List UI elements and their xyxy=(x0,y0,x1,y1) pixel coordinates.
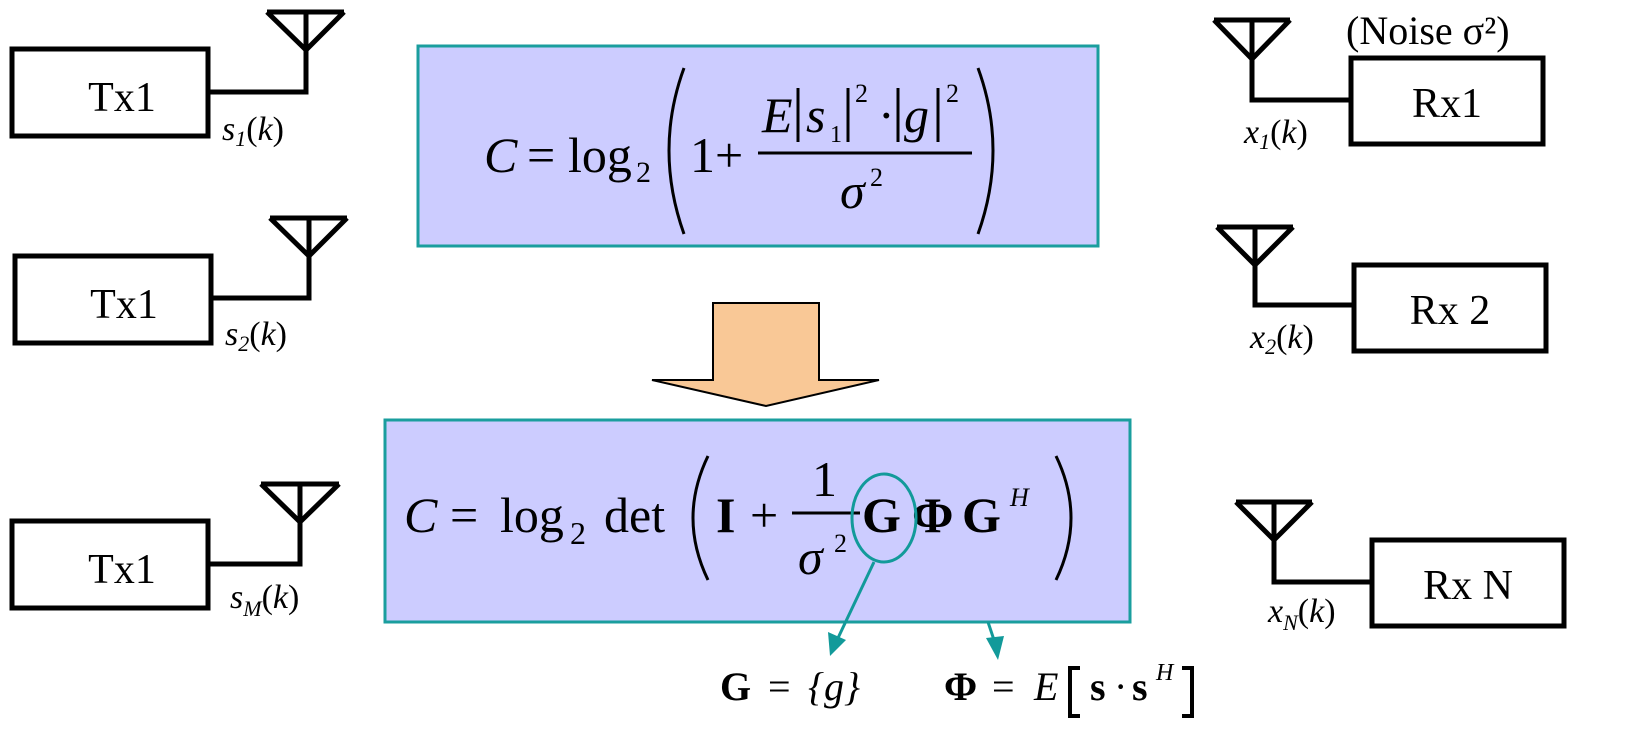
siso-lhs: C xyxy=(484,127,518,183)
mimo-G: G xyxy=(862,487,901,543)
mimo-G2: G xyxy=(962,487,1001,543)
tx1-feed-line xyxy=(208,50,309,95)
mimo-det: det xyxy=(604,487,665,543)
rx1-antenna-icon xyxy=(1212,17,1292,61)
receiver-2: Rx 2 x2(k) xyxy=(1215,224,1549,359)
mimo-frac-den: σ xyxy=(798,529,825,585)
mimo-right-paren xyxy=(1054,455,1073,581)
g-def-lhs: G xyxy=(720,664,751,709)
mimo-capacity-formula: C = log 2 det I + 1 σ 2 G Φ G H xyxy=(383,418,1132,624)
phi-definition-arrow xyxy=(986,621,1004,660)
g-def-eq: = xyxy=(768,664,791,709)
siso-den-sq: 2 xyxy=(870,163,883,192)
rx1-feed-line xyxy=(1249,59,1351,103)
siso-right-paren xyxy=(976,67,995,235)
tx1-signal: s1(k) xyxy=(222,111,284,151)
siso-capacity-formula: C = log 2 1+ E s 1 2 · g 2 σ 2 xyxy=(416,44,1100,248)
siso-num-s: s xyxy=(806,87,825,143)
mimo-lhs: C xyxy=(404,487,438,543)
tx1-label: Tx1 xyxy=(88,75,156,121)
mimo-H: H xyxy=(1009,483,1030,512)
siso-log-base: 2 xyxy=(636,156,651,189)
rx2-signal: x2(k) xyxy=(1249,319,1314,359)
transmitter-1: Tx1 s1(k) xyxy=(9,9,346,151)
siso-num-sq2: 2 xyxy=(946,79,959,108)
phi-def-s2: s xyxy=(1132,664,1148,709)
txm-label: Tx1 xyxy=(88,547,156,593)
txm-box xyxy=(9,518,211,611)
phi-def-E: E xyxy=(1033,664,1058,709)
g-highlight-ellipse xyxy=(850,472,918,564)
siso-den-sigma: σ xyxy=(840,163,867,219)
noise-note: (Noise σ²) xyxy=(1346,8,1510,53)
receiver-n: Rx N xN(k) xyxy=(1234,499,1567,635)
mimo-frac-den-sq: 2 xyxy=(834,529,847,558)
transmitter-m: Tx1 sM(k) xyxy=(9,481,341,621)
tx2-feed-line xyxy=(211,256,312,301)
g-definition: G = {g} xyxy=(720,664,860,709)
siso-num-dot: · xyxy=(878,87,895,143)
mimo-Phi: Φ xyxy=(912,487,953,543)
siso-log: log xyxy=(568,127,632,183)
mimo-eq: = xyxy=(450,487,478,543)
siso-left-paren xyxy=(667,67,686,235)
rx1-label: Rx1 xyxy=(1412,81,1482,127)
transmitter-2: Tx1 s2(k) xyxy=(12,215,349,356)
g-definition-arrow xyxy=(828,561,876,656)
rxn-feed-line xyxy=(1271,540,1372,585)
txm-antenna-icon xyxy=(259,481,341,524)
g-arrow-head-icon xyxy=(828,632,846,656)
phi-arrow-head-icon xyxy=(986,636,1004,660)
rx1-signal: x1(k) xyxy=(1243,114,1308,154)
rx2-antenna-icon xyxy=(1215,224,1295,267)
mimo-log: log xyxy=(500,487,564,543)
siso-num-sq1: 2 xyxy=(855,79,868,108)
mimo-left-paren xyxy=(691,455,710,581)
txm-feed-line xyxy=(208,522,303,567)
rx2-feed-line xyxy=(1252,265,1354,308)
phi-def-left-bracket xyxy=(1068,666,1080,718)
rx2-box xyxy=(1351,262,1549,354)
phi-def-eq: = xyxy=(992,664,1015,709)
tx2-antenna-icon xyxy=(268,215,349,258)
mimo-identity: I xyxy=(716,487,735,543)
siso-num-s-sub: 1 xyxy=(830,122,842,148)
rxn-signal: xN(k) xyxy=(1267,593,1336,635)
siso-num-E: E xyxy=(761,87,793,143)
mimo-log-base: 2 xyxy=(570,515,586,551)
siso-num-g: g xyxy=(904,87,929,143)
mimo-formula-box xyxy=(383,418,1132,624)
g-def-rhs: {g} xyxy=(808,664,860,709)
tx1-antenna-icon xyxy=(265,9,346,52)
tx1-box xyxy=(9,46,211,139)
phi-def-H: H xyxy=(1155,660,1175,686)
mimo-plus: + xyxy=(750,487,778,543)
phi-definition: Φ = E s · s H xyxy=(944,660,1194,718)
txm-signal: sM(k) xyxy=(230,579,299,621)
tx2-label: Tx1 xyxy=(90,282,158,328)
siso-one-plus: 1+ xyxy=(690,127,743,183)
tx2-signal: s2(k) xyxy=(225,316,287,356)
receiver-1: Rx1 x1(k) xyxy=(1212,17,1546,154)
rx2-label: Rx 2 xyxy=(1410,288,1491,334)
siso-formula-box xyxy=(416,44,1100,248)
phi-def-s1: s xyxy=(1090,664,1106,709)
rx1-box xyxy=(1348,55,1546,147)
rxn-label: Rx N xyxy=(1423,563,1513,609)
mimo-frac-num: 1 xyxy=(812,451,837,507)
phi-def-lhs: Φ xyxy=(944,664,977,709)
siso-eq: = xyxy=(527,127,555,183)
phi-def-right-bracket xyxy=(1182,666,1194,718)
down-arrow-icon xyxy=(651,302,880,408)
siso-numerator: E s 1 2 · g 2 xyxy=(761,79,959,148)
rxn-antenna-icon xyxy=(1234,499,1314,542)
phi-def-dot: · xyxy=(1114,664,1127,709)
